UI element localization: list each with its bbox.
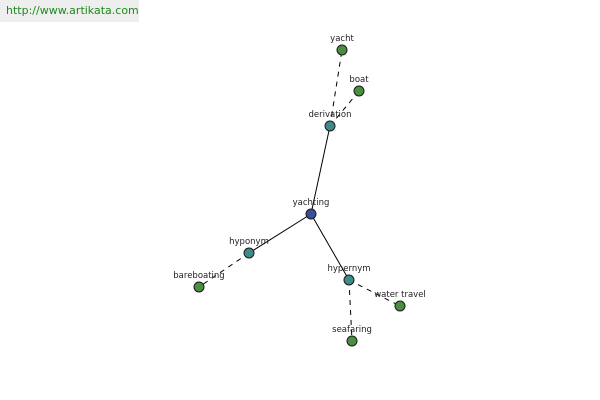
nodes-layer: yachting derivation hyponym hypernym yacht bo… [173, 34, 426, 347]
node-boat-circle[interactable] [353, 85, 365, 97]
node-hyponym-circle[interactable] [243, 247, 255, 259]
node-bareboating-circle[interactable] [193, 281, 205, 293]
edge-yachting-to-derivation [310, 125, 331, 215]
node-hyponym-label: hyponym [229, 237, 269, 247]
node-hypernym[interactable]: hypernym [327, 264, 371, 286]
edge-derivation-to-yacht [329, 49, 343, 127]
node-boat[interactable]: boat [349, 75, 369, 97]
node-water-travel[interactable]: water travel [374, 290, 426, 312]
node-seafaring[interactable]: seafaring [332, 325, 372, 347]
node-yachting[interactable]: yachting [293, 198, 330, 220]
edge-hypernym-to-seafaring [348, 279, 353, 342]
node-derivation-circle[interactable] [324, 120, 336, 132]
edges-layer [198, 49, 401, 342]
node-hypernym-circle[interactable] [343, 274, 355, 286]
node-bareboating-label: bareboating [173, 271, 224, 281]
node-yachting-circle[interactable] [305, 208, 317, 220]
node-yachting-label: yachting [293, 198, 330, 208]
node-yacht-label: yacht [330, 34, 354, 44]
node-seafaring-circle[interactable] [346, 335, 358, 347]
node-hyponym[interactable]: hyponym [229, 237, 269, 259]
node-water-travel-label: water travel [374, 290, 426, 300]
node-seafaring-label: seafaring [332, 325, 372, 335]
node-water-travel-circle[interactable] [394, 300, 406, 312]
node-hypernym-label: hypernym [327, 264, 370, 274]
edge-hyponym-to-bareboating [198, 252, 250, 288]
edge-yachting-to-hypernym [310, 213, 350, 281]
watermark-link[interactable]: http://www.artikata.com [0, 0, 139, 22]
node-derivation[interactable]: derivation [308, 110, 352, 132]
node-bareboating[interactable]: bareboating [173, 271, 225, 293]
node-derivation-label: derivation [308, 110, 351, 120]
edge-yachting-to-hyponym [248, 213, 312, 254]
edge-derivation-to-boat [329, 90, 360, 127]
node-yacht-circle[interactable] [336, 44, 348, 56]
node-yacht[interactable]: yacht [330, 34, 354, 56]
node-boat-label: boat [349, 75, 369, 85]
